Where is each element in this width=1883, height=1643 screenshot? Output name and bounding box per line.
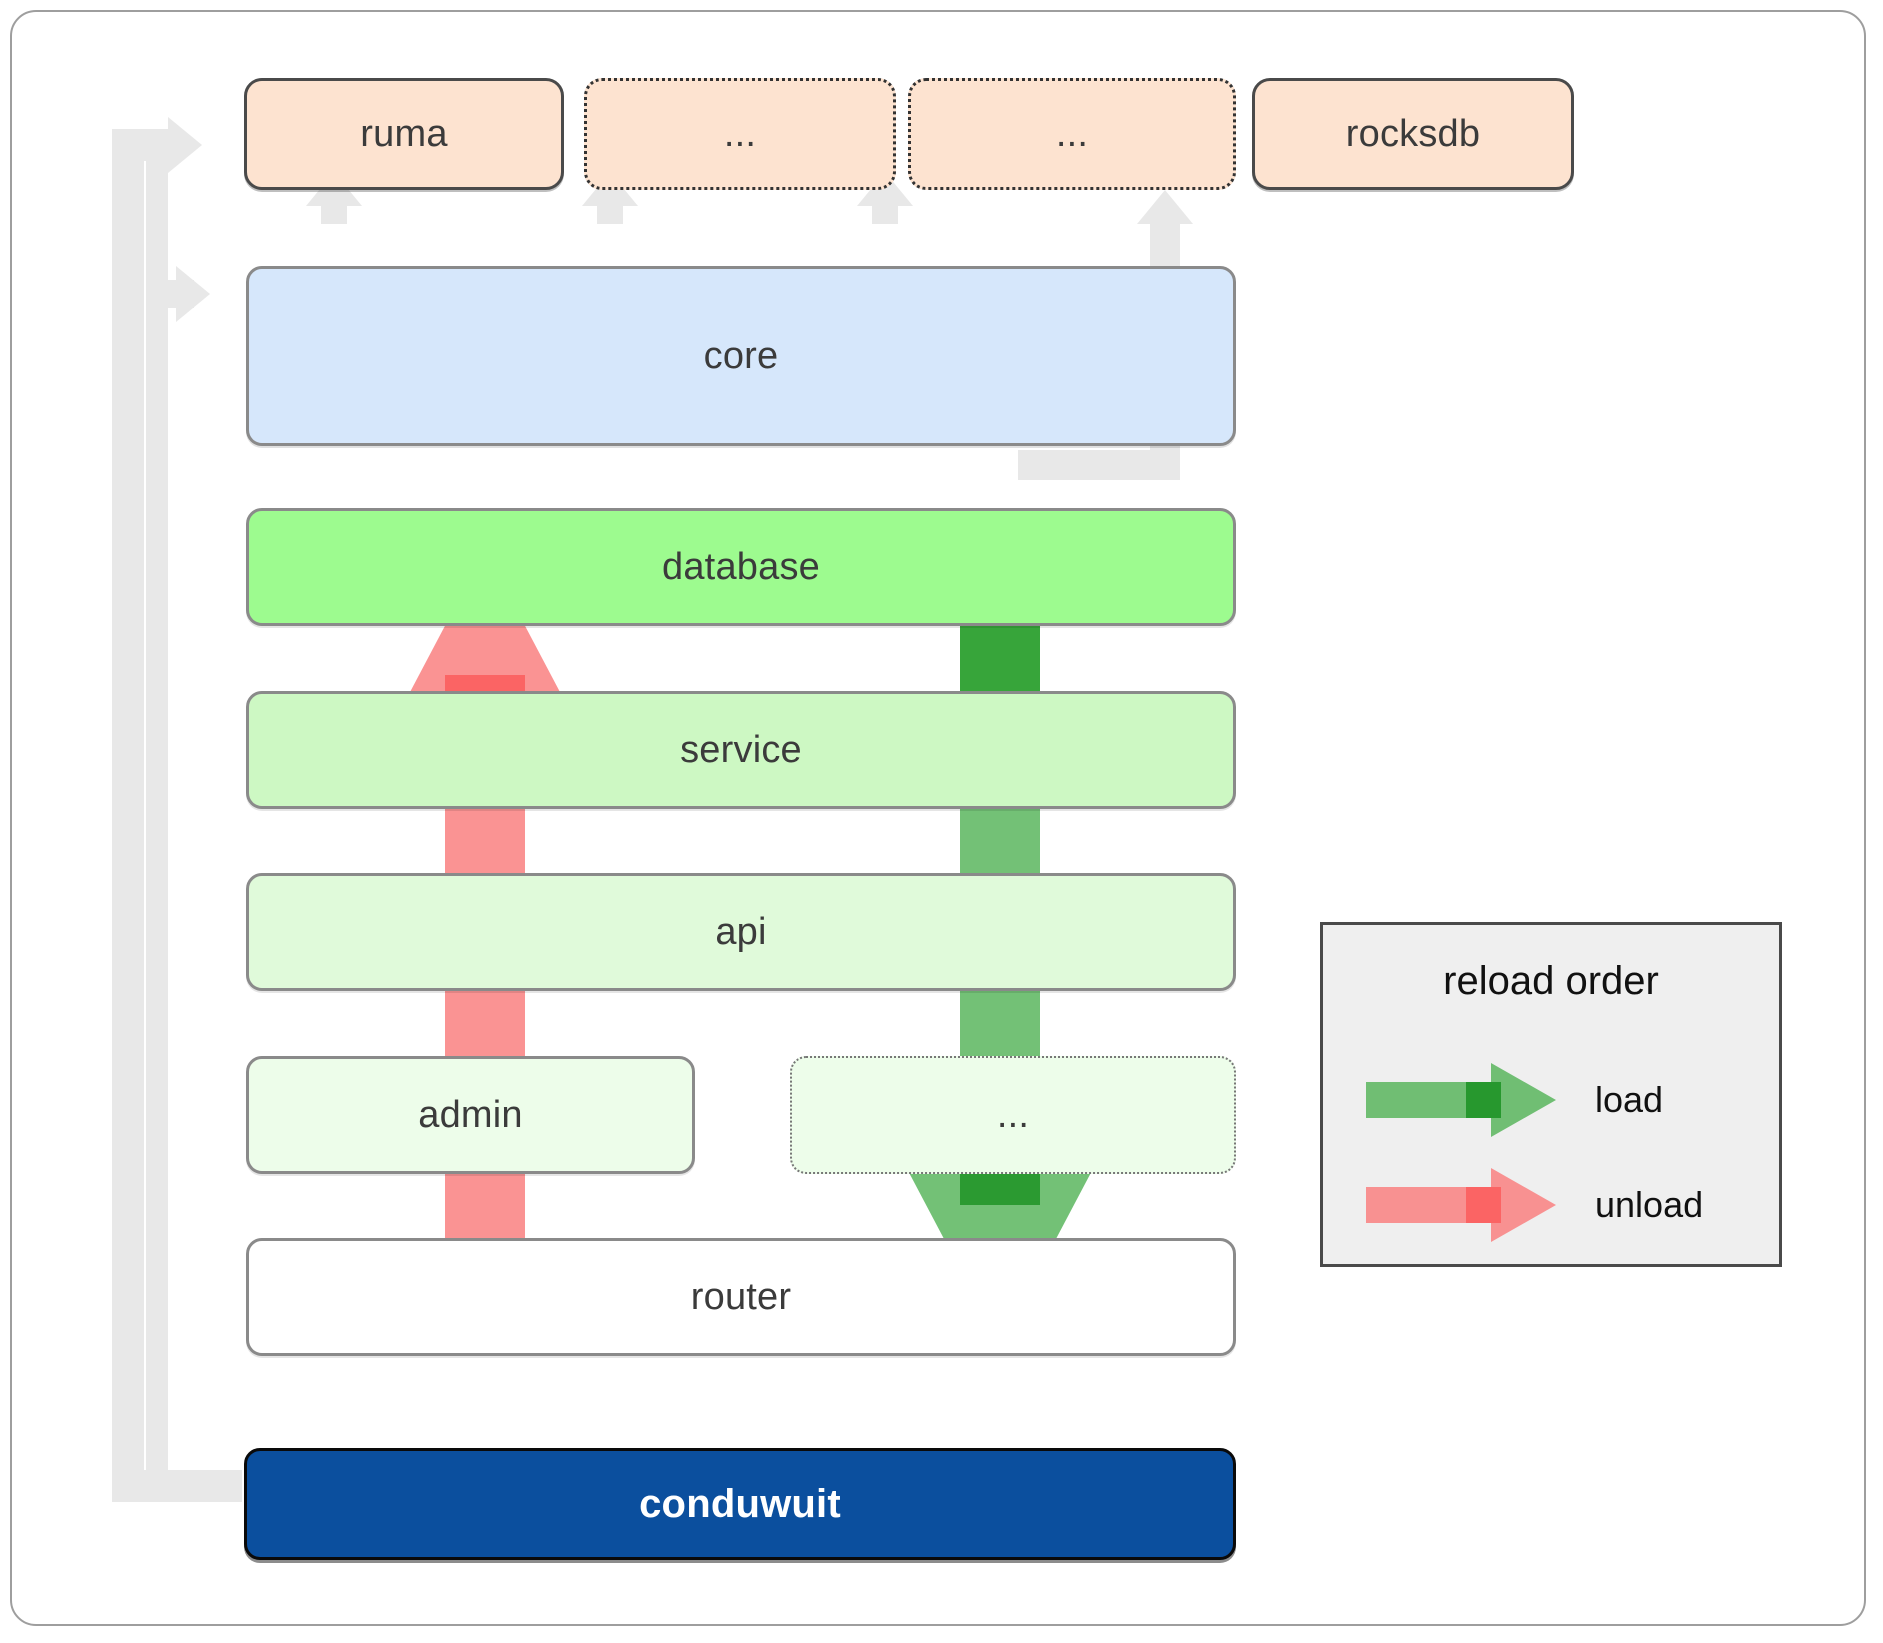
- dep-box-rocksdb[interactable]: rocksdb: [1252, 78, 1574, 190]
- legend-label-unload: unload: [1595, 1184, 1704, 1225]
- core-label: core: [703, 334, 779, 377]
- app-box-conduwuit[interactable]: conduwuit: [244, 1448, 1236, 1560]
- dep-label-ellipsis-1: ...: [723, 112, 757, 155]
- connector-conduwuit-to-ruma-bottom: [112, 1470, 242, 1502]
- layer-box-database[interactable]: database: [246, 508, 1236, 626]
- connector-core-vertical: [146, 129, 168, 1474]
- dep-label-ellipsis-2: ...: [1055, 112, 1089, 155]
- legend-row-load: load: [1361, 1060, 1663, 1140]
- legend-title: reload order: [1443, 959, 1659, 1003]
- layer-box-admin[interactable]: admin: [246, 1056, 695, 1174]
- layer-label-database: database: [662, 545, 820, 588]
- dep-box-ruma[interactable]: ruma: [244, 78, 564, 190]
- layer-box-ellipsis[interactable]: ...: [790, 1056, 1236, 1174]
- layer-label-router: router: [690, 1275, 792, 1318]
- dep-label-rocksdb: rocksdb: [1345, 112, 1481, 155]
- legend-box: reload order load unload: [1320, 922, 1782, 1267]
- layer-box-api[interactable]: api: [246, 873, 1236, 991]
- legend-label-load: load: [1595, 1079, 1664, 1120]
- app-label-conduwuit: conduwuit: [639, 1481, 841, 1526]
- layer-label-ellipsis: ...: [996, 1093, 1030, 1136]
- dep-box-ellipsis-2[interactable]: ...: [908, 78, 1236, 190]
- layer-label-admin: admin: [418, 1093, 523, 1136]
- layer-label-service: service: [680, 728, 802, 771]
- layer-label-api: api: [715, 910, 767, 953]
- layer-box-service[interactable]: service: [246, 691, 1236, 809]
- core-box[interactable]: core: [246, 266, 1236, 446]
- connector-arrow-to-rocksdb: [1137, 190, 1193, 224]
- layer-box-router[interactable]: router: [246, 1238, 1236, 1356]
- dep-box-ellipsis-1[interactable]: ...: [584, 78, 896, 190]
- connector-arrow-to-ruma: [168, 117, 202, 173]
- connector-arrow-to-core: [176, 266, 210, 322]
- legend-unload-arrow-icon: [1366, 1168, 1556, 1242]
- legend-row-unload: unload: [1361, 1165, 1703, 1245]
- dep-label-ruma: ruma: [360, 112, 448, 155]
- connector-conduwuit-to-ruma-vertical: [112, 129, 144, 1502]
- legend-load-arrow-icon: [1366, 1063, 1556, 1137]
